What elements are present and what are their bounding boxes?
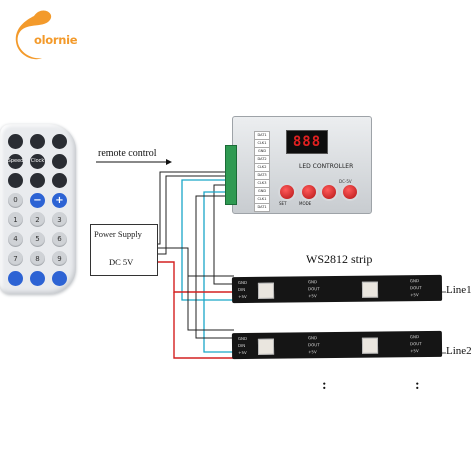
remote-button[interactable]: Clock — [30, 153, 45, 169]
remote-button[interactable]: − — [30, 192, 45, 208]
wire-psu-line1-5v — [156, 261, 234, 293]
logo-swirl-icon — [15, 10, 52, 60]
remote-button[interactable] — [30, 173, 45, 188]
wire-psu-line2-gnd — [187, 276, 234, 331]
strip-5v: +5V — [308, 349, 317, 355]
button-3[interactable] — [320, 183, 338, 201]
power-supply: Power Supply DC 5V — [90, 224, 158, 276]
remote-button[interactable]: 3 — [52, 212, 67, 227]
strip-gnd: GND — [307, 279, 318, 285]
led-strip-1: GND DIN +5V GND DOUT +5V GND DOUT +5V — [231, 274, 443, 304]
set-button[interactable] — [278, 183, 296, 201]
wire-line2-data — [203, 191, 236, 353]
remote-button[interactable] — [8, 173, 23, 188]
remote-button[interactable] — [8, 270, 23, 286]
continuation-dots-2: : — [415, 378, 420, 393]
strip-title: WS2812 strip — [306, 252, 373, 266]
remote-button[interactable] — [8, 134, 23, 149]
line1-label: Line1 — [446, 284, 472, 296]
remote-button[interactable]: 6 — [52, 231, 67, 247]
strip-gnd: GND — [409, 334, 420, 340]
pin-label: DAT1 — [254, 203, 270, 212]
wire-psu-line1-gnd — [156, 247, 234, 277]
button-4[interactable] — [341, 183, 359, 201]
wire-ctrl-psu-gnd — [156, 171, 236, 245]
strip-dout: DOUT — [409, 341, 422, 347]
wire-line2-gnd — [195, 195, 236, 339]
remote-button[interactable]: 2 — [30, 212, 45, 227]
remote-button[interactable] — [52, 173, 67, 188]
remote-button[interactable] — [52, 270, 67, 286]
strip-5v: +5V — [410, 348, 419, 354]
remote-control-label: remote control — [98, 148, 157, 159]
strip-dout: DOUT — [307, 342, 320, 348]
strip-gnd: GND — [409, 278, 420, 284]
set-label: SET — [279, 201, 287, 206]
remote-button[interactable]: 5 — [30, 231, 45, 247]
remote-button[interactable] — [30, 134, 45, 149]
terminal-block — [225, 145, 237, 205]
remote-button[interactable]: 7 — [8, 251, 23, 266]
remote-button[interactable]: 1 — [8, 212, 23, 227]
remote-arrow-head — [166, 159, 172, 165]
wire-ctrl-psu-5v — [156, 175, 236, 255]
wire-line1-data — [181, 179, 236, 301]
strip-gnd: GND — [307, 335, 318, 341]
strip-dout: DOUT — [307, 286, 320, 292]
remote-button[interactable]: 4 — [8, 231, 23, 247]
logo-text: olornie — [34, 33, 78, 47]
controller-name: LED CONTROLLER — [299, 163, 354, 170]
strip-5v: +5V — [238, 349, 247, 356]
strip-dout: DOUT — [409, 285, 422, 291]
strip-din: DIN — [237, 342, 246, 349]
remote-button[interactable]: 8 — [30, 251, 45, 266]
led-chip — [361, 337, 379, 354]
remote-button[interactable]: 9 — [52, 251, 67, 266]
wire-psu-line2-5v — [173, 292, 234, 359]
psu-title: Power Supply — [94, 229, 142, 239]
mode-button[interactable] — [300, 183, 318, 201]
strip-din: DIN — [237, 286, 246, 293]
remote-button[interactable]: Speed — [8, 153, 23, 169]
strip-gnd: GND — [237, 335, 248, 342]
psu-voltage: DC 5V — [109, 257, 134, 267]
led-strip-2: GND DIN +5V GND DOUT +5V GND DOUT +5V — [231, 330, 443, 360]
remote-button[interactable]: + — [52, 192, 67, 208]
remote-button[interactable] — [52, 153, 67, 169]
continuation-dots-1: : — [322, 378, 327, 393]
remote-button[interactable]: 0 — [8, 192, 23, 208]
strip-5v: +5V — [238, 293, 247, 300]
remote-button[interactable] — [52, 134, 67, 149]
led-chip — [257, 282, 275, 299]
line2-label: Line2 — [446, 345, 472, 357]
remote-button[interactable] — [30, 270, 45, 286]
led-chip — [257, 338, 275, 355]
controller-model: DC-5V — [339, 179, 352, 184]
mode-label: MODE — [299, 201, 312, 206]
strip-5v: +5V — [410, 292, 419, 298]
led-chip — [361, 281, 379, 298]
strip-gnd: GND — [237, 279, 248, 286]
colornie-logo — [15, 10, 52, 60]
strip-5v: +5V — [308, 293, 317, 299]
controller-display: 888 — [286, 130, 328, 154]
